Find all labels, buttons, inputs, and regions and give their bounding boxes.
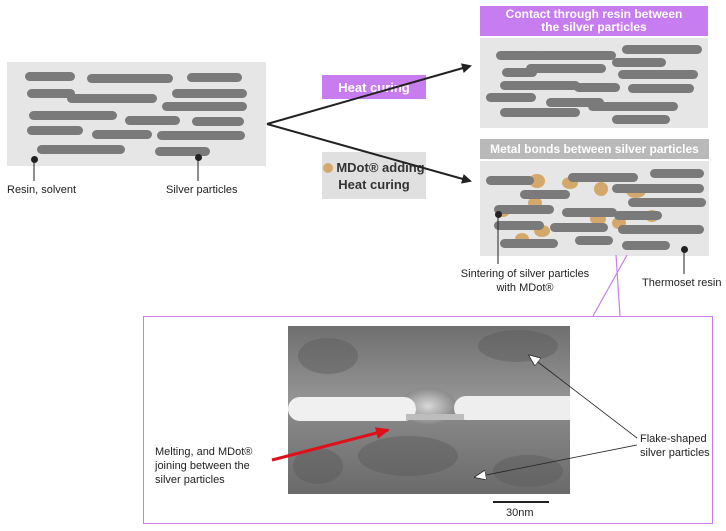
silver-particle: [494, 205, 554, 214]
silver-particle: [618, 70, 698, 79]
silver-particle: [486, 93, 536, 102]
label-sintering: Sintering of silver particles with MDot®: [459, 267, 591, 295]
particle-marker-dot: [195, 154, 202, 161]
metal-bonds-title: Metal bonds between silver particles: [480, 139, 709, 159]
initial-paste-panel: [7, 62, 266, 166]
label-melting-line3: silver particles: [155, 474, 225, 486]
mdot-arrow: [266, 123, 472, 184]
silver-particle: [612, 58, 666, 67]
silver-particle: [87, 74, 173, 83]
silver-particle: [526, 64, 606, 73]
tem-micrograph-image: [288, 326, 570, 494]
label-thermoset-resin: Thermoset resin: [642, 277, 722, 289]
silver-particle: [494, 221, 544, 230]
resin-contact-panel: [480, 38, 708, 128]
metal-bonds-title-text: Metal bonds between silver particles: [490, 141, 699, 156]
mdot-dot-icon: [323, 162, 334, 173]
heat-curing-text: Heat curing: [338, 79, 410, 95]
silver-particle: [25, 72, 75, 81]
mdot-blob: [594, 182, 608, 196]
label-flake-line2: silver particles: [640, 447, 710, 459]
heat-curing-arrow: [266, 63, 472, 125]
mdot-blob: [529, 174, 545, 188]
silver-particle: [575, 236, 613, 245]
flake-arrow-upper: [530, 356, 638, 439]
label-resin-solvent: Resin, solvent: [7, 184, 77, 196]
mdot-adding-text: MDot® adding: [336, 159, 425, 175]
silver-particle: [628, 84, 694, 93]
silver-particle: [157, 131, 245, 140]
silver-particle: [172, 89, 247, 98]
scale-bar-label: 30nm: [506, 507, 534, 519]
label-melting-line1: Melting, and MDot®: [155, 446, 253, 458]
silver-particle: [125, 116, 180, 125]
label-sintering-line1: Sintering of silver particles: [460, 268, 590, 280]
micrograph-texture: [293, 330, 563, 487]
initial-particles: [25, 72, 247, 156]
resin-marker-dot: [31, 156, 38, 163]
right-flake: [454, 396, 570, 420]
silver-particle: [500, 239, 558, 248]
silver-particle: [155, 147, 210, 156]
silver-particle: [496, 51, 546, 60]
left-flake: [288, 397, 416, 421]
mdot-label-line2: Heat curing: [338, 176, 410, 192]
micrograph-lower-region: [288, 410, 570, 494]
silver-particle: [568, 173, 638, 182]
mdot-label-line1: MDot® adding: [323, 159, 425, 176]
resin-contact-title-line2: the silver particles: [541, 20, 647, 34]
silver-particle: [574, 83, 620, 92]
silver-particle: [500, 108, 580, 117]
silver-particle: [622, 241, 670, 250]
silver-particle: [622, 45, 702, 54]
silver-particle: [520, 190, 570, 199]
label-flake-line1: Flake-shaped: [640, 433, 707, 445]
flake-arrow-lower: [476, 444, 638, 477]
silver-particle: [628, 198, 706, 207]
silver-particle: [37, 145, 125, 154]
silver-particle: [612, 115, 670, 124]
silver-particle: [486, 176, 534, 185]
silver-particle: [550, 223, 608, 232]
label-flake-shaped: Flake-shaped silver particles: [640, 432, 710, 460]
flake-bridge: [406, 414, 464, 420]
silver-particle: [618, 225, 704, 234]
resin-contact-particles: [486, 45, 702, 124]
tem-micrograph: [288, 326, 570, 494]
label-melting-line2: joining between the: [155, 460, 250, 472]
label-silver-particles: Silver particles: [166, 184, 238, 196]
silver-particle: [538, 51, 616, 60]
mdot-heat-curing-label: MDot® adding Heat curing: [322, 152, 426, 199]
silver-particle: [614, 211, 662, 220]
zoom-connector-right: [615, 254, 621, 317]
silver-particle: [588, 102, 678, 111]
metal-bonds-particles: [486, 169, 706, 250]
zoom-connector-left: [592, 254, 628, 317]
silver-particle: [29, 111, 117, 120]
thermoset-marker-dot: [681, 246, 688, 253]
label-sintering-line2: with MDot®: [496, 282, 554, 294]
resin-contact-title: Contact through resin between the silver…: [480, 6, 708, 36]
label-melting: Melting, and MDot® joining between the s…: [155, 445, 252, 487]
mdot-label-text: MDot® adding Heat curing: [323, 159, 425, 193]
silver-particle: [162, 102, 247, 111]
metal-bonds-panel: [480, 161, 709, 256]
silver-particle: [612, 184, 704, 193]
melting-arrow: [271, 427, 390, 462]
silver-particle: [92, 130, 152, 139]
silver-particle: [192, 117, 244, 126]
zoom-frame: [143, 316, 713, 524]
silver-particle: [67, 94, 157, 103]
heat-curing-label: Heat curing: [322, 75, 426, 99]
silver-particle: [187, 73, 242, 82]
resin-contact-title-line1: Contact through resin between: [505, 7, 683, 21]
silver-particle: [27, 89, 75, 98]
silver-particle: [27, 126, 83, 135]
sintering-marker-dot: [495, 211, 502, 218]
silver-particle: [562, 208, 617, 217]
silver-particle: [650, 169, 704, 178]
silver-particle: [500, 81, 580, 90]
